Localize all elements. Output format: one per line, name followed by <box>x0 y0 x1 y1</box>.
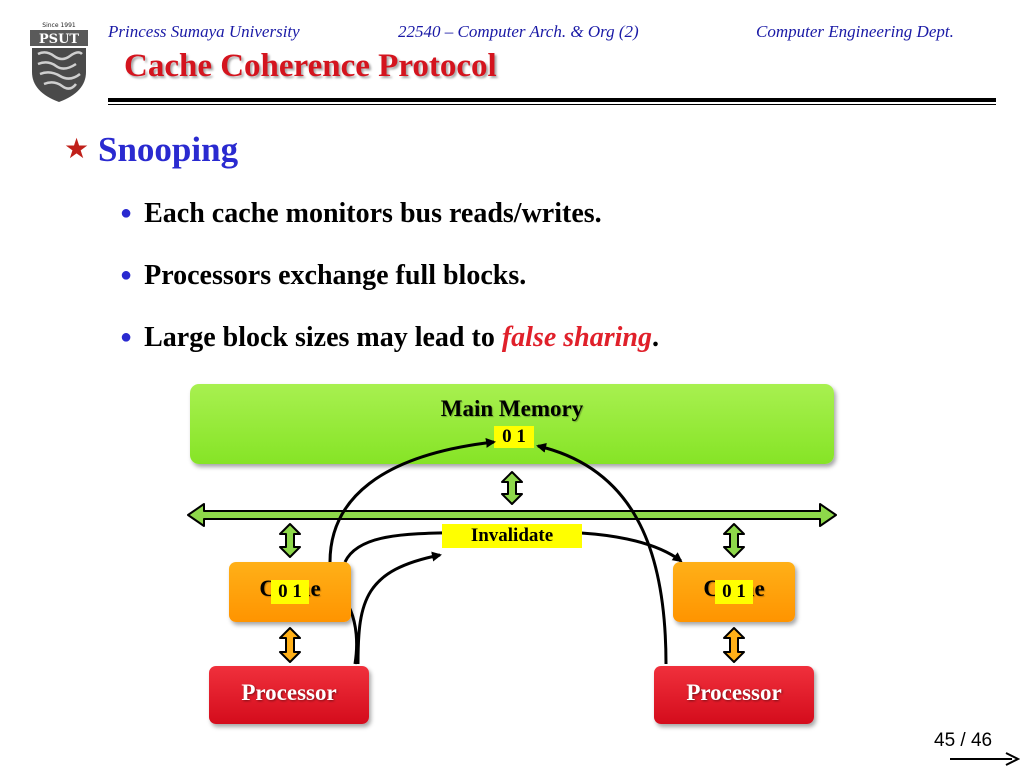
star-bullet-icon: ★ <box>64 134 90 165</box>
page-number: 45 / 46 <box>934 730 993 751</box>
bullet-dot-icon: ● <box>120 264 133 286</box>
header-department: Computer Engineering Dept. <box>756 22 954 41</box>
bus-snoop-arrow <box>356 551 442 665</box>
cache-box-right: Cache 0 1 <box>673 562 795 622</box>
right-cache-bus-connector <box>723 523 745 558</box>
bullet-text: Large block sizes may lead to <box>144 322 502 353</box>
false-sharing-emphasis: false sharing <box>501 322 652 353</box>
processor-box-left: Processor <box>209 666 369 724</box>
bullet-text: Processors exchange full blocks. <box>144 260 527 291</box>
cache-box-left: Cache 0 1 <box>229 562 351 622</box>
header-university: Princess Sumaya University <box>108 22 300 41</box>
system-bus <box>187 503 837 527</box>
bullet-item: ● Processors exchange full blocks. <box>120 260 526 292</box>
processor-box-right: Processor <box>654 666 814 724</box>
left-processor-cache-connector <box>279 627 301 663</box>
memory-data-block: 0 1 <box>494 426 534 448</box>
processor-label: Processor <box>241 680 337 705</box>
header-rule-thick <box>108 98 996 102</box>
logo-text: PSUT <box>39 32 80 47</box>
cache-data-block: 0 1 <box>715 580 753 604</box>
header-course: 22540 – Computer Arch. & Org (2) <box>398 22 639 41</box>
left-cache-bus-connector <box>279 523 301 558</box>
bullet-suffix: . <box>652 322 659 353</box>
next-slide-arrow-icon[interactable] <box>950 752 1020 766</box>
logo-since-text: Since 1991 <box>42 22 76 29</box>
memory-bus-connector <box>501 471 523 505</box>
cache-writeback-arrow <box>328 437 496 563</box>
cache-data-block: 0 1 <box>271 580 309 604</box>
processor-label: Processor <box>686 680 782 705</box>
invalidate-message: Invalidate <box>442 524 582 548</box>
section-heading: Snooping <box>98 130 239 169</box>
right-processor-read-arrow <box>536 442 668 665</box>
bullet-dot-icon: ● <box>120 326 133 348</box>
bullet-item: ● Large block sizes may lead to false sha… <box>120 322 659 354</box>
psut-logo: Since 1991 PSUT <box>30 22 88 102</box>
bullet-item: ● Each cache monitors bus reads/writes. <box>120 198 602 230</box>
main-memory-box: Main Memory 0 1 <box>190 384 834 464</box>
main-memory-label: Main Memory <box>440 396 584 421</box>
bullet-text: Each cache monitors bus reads/writes. <box>144 198 602 229</box>
bullet-dot-icon: ● <box>120 202 133 224</box>
header-rule-thin <box>108 104 996 105</box>
right-processor-cache-connector <box>723 627 745 663</box>
slide-title: Cache Coherence Protocol <box>124 48 497 84</box>
